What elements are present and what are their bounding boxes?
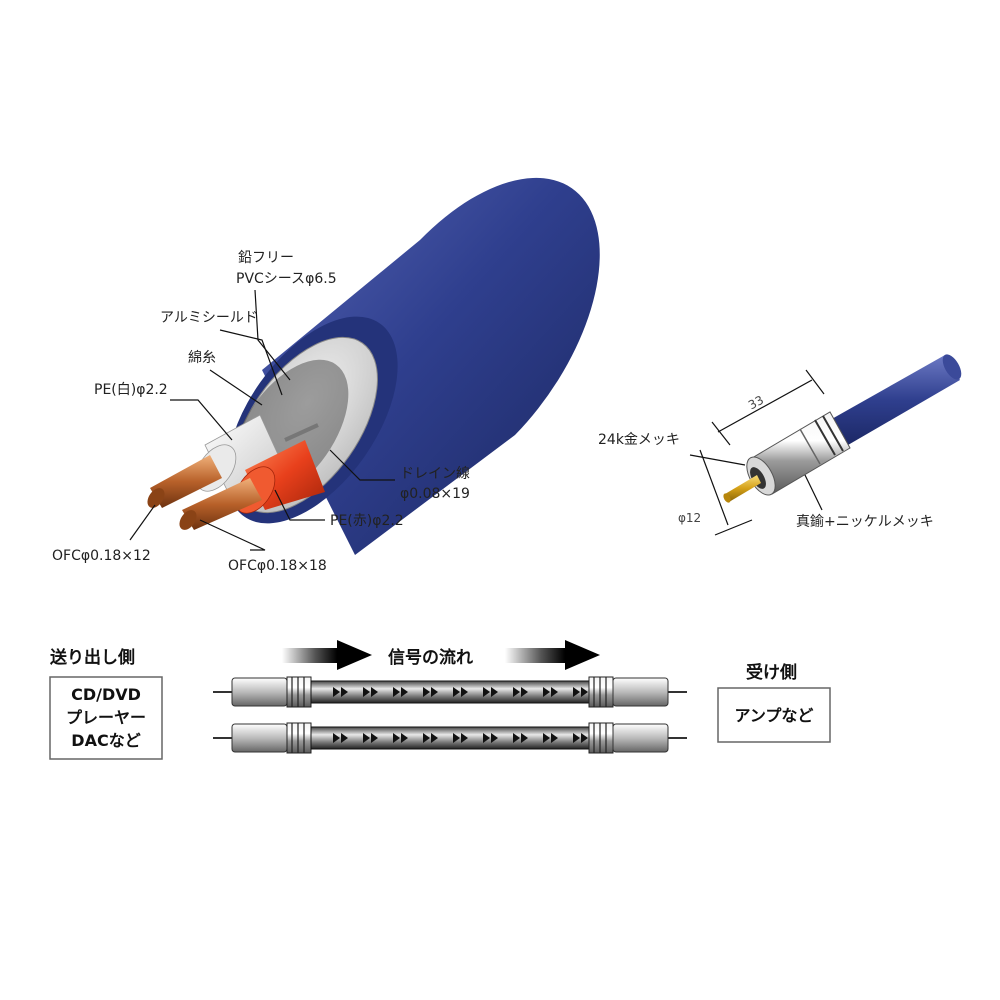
source-title: 送り出し側 — [50, 647, 135, 668]
direction-chevron — [371, 733, 378, 743]
direction-chevron — [491, 733, 498, 743]
direction-chevron — [431, 733, 438, 743]
direction-chevron — [423, 733, 430, 743]
flow-arrow-left — [282, 640, 372, 670]
direction-chevron — [461, 687, 468, 697]
direction-chevron — [371, 687, 378, 697]
left-plug-collar — [286, 722, 312, 754]
source-line-3: DACなど — [71, 731, 140, 750]
direction-chevron — [581, 733, 588, 743]
receiver-title: 受け側 — [746, 662, 797, 683]
direction-chevron — [543, 733, 550, 743]
label-pe-white: PE(白)φ2.2 — [94, 382, 168, 398]
rca-plug — [723, 354, 962, 503]
direction-chevron — [551, 733, 558, 743]
direction-chevron — [423, 687, 430, 697]
direction-chevron — [513, 687, 520, 697]
direction-chevron — [333, 733, 340, 743]
direction-chevron — [543, 687, 550, 697]
direction-chevron — [483, 733, 490, 743]
direction-chevron — [363, 687, 370, 697]
direction-chevron — [401, 733, 408, 743]
plug-body — [746, 411, 851, 496]
source-line-1: CD/DVD — [71, 685, 141, 704]
label-brass-nickel: 真鍮+ニッケルメッキ — [796, 514, 934, 530]
direction-chevron — [461, 733, 468, 743]
label-aluminum-shield: アルミシールド — [160, 310, 258, 326]
direction-chevron — [431, 687, 438, 697]
label-length-33: 33 — [746, 393, 766, 413]
direction-chevron — [341, 733, 348, 743]
left-plug-collar — [286, 676, 312, 708]
direction-chevron — [483, 687, 490, 697]
direction-chevron — [363, 733, 370, 743]
direction-chevron — [393, 733, 400, 743]
direction-chevron — [513, 733, 520, 743]
label-ofc-12: OFCφ0.18×12 — [52, 548, 151, 564]
direction-chevron — [573, 733, 580, 743]
copper-wire-red — [179, 478, 262, 530]
direction-chevron — [333, 687, 340, 697]
cable-leader-lines — [129, 289, 395, 551]
right-plug — [612, 723, 669, 753]
label-pe-red: PE(赤)φ2.2 — [330, 513, 404, 529]
left-plug — [231, 723, 288, 753]
cable-cross-section — [147, 177, 600, 555]
label-sheath-spec: PVCシースφ6.5 — [236, 271, 337, 287]
signal-flow-label: 信号の流れ — [388, 647, 473, 668]
direction-chevron — [401, 687, 408, 697]
source-line-2: プレーヤー — [66, 708, 146, 727]
plug-cable — [830, 355, 960, 445]
source-box — [49, 676, 163, 760]
left-plug — [231, 677, 288, 707]
gold-pin — [723, 475, 761, 503]
label-drain-wire: ドレイン線 — [400, 466, 470, 482]
label-cotton-yarn: 綿糸 — [188, 350, 216, 366]
direction-chevron — [573, 687, 580, 697]
signal-flow: 送り出し側 CD/DVD プレーヤー DACなど 信号の流れ 受け側 アンプなど — [49, 640, 831, 760]
direction-chevron — [453, 733, 460, 743]
label-gold-plating: 24k金メッキ — [598, 432, 680, 448]
plug-dimension-lines — [689, 369, 825, 536]
direction-chevron — [521, 687, 528, 697]
direction-chevron — [491, 687, 498, 697]
rca-cable-2 — [213, 722, 687, 754]
label-diameter-12: φ12 — [678, 511, 701, 525]
receiver-text: アンプなど — [735, 706, 814, 725]
direction-chevron — [341, 687, 348, 697]
direction-chevron — [551, 687, 558, 697]
receiver-box — [717, 687, 831, 743]
copper-wire-white — [147, 455, 222, 508]
direction-chevron — [581, 687, 588, 697]
right-plug-collar — [588, 722, 614, 754]
direction-chevron — [393, 687, 400, 697]
direction-chevron — [521, 733, 528, 743]
right-plug — [612, 677, 669, 707]
right-plug-collar — [588, 676, 614, 708]
rca-cable-1 — [213, 676, 687, 708]
label-ofc-18: OFCφ0.18×18 — [228, 558, 327, 574]
direction-chevron — [453, 687, 460, 697]
label-sheath: 鉛フリー — [238, 250, 294, 266]
drain-wire — [284, 423, 319, 442]
flow-arrow-right — [505, 640, 600, 670]
label-drain-spec: φ0.08×19 — [400, 486, 470, 502]
